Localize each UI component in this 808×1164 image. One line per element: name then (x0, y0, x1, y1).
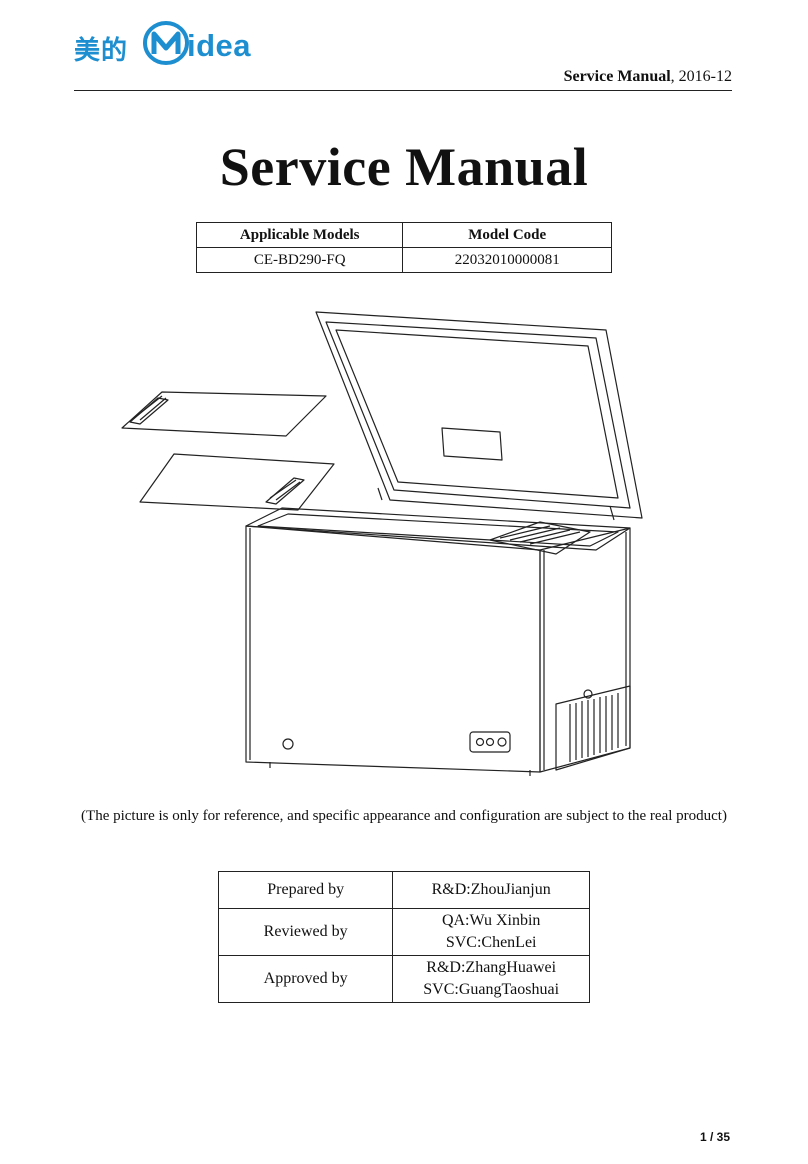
models-table-header-row: Applicable Models Model Code (195, 222, 612, 248)
prepared-by-value: R&D:ZhouJianjun (392, 871, 590, 909)
running-header: Service Manual, 2016-12 (564, 68, 732, 86)
table-row: Prepared by R&D:ZhouJianjun (217, 871, 590, 909)
table-row: Reviewed by QA:Wu Xinbin SVC:ChenLei (217, 908, 590, 956)
wire-basket-lower (139, 453, 335, 511)
logo-english-text: idea (187, 28, 252, 63)
midea-m-mark-icon (143, 21, 189, 65)
wire-basket-upper (121, 391, 327, 437)
approved-by-svc: SVC:GuangTaoshuai (423, 981, 560, 998)
chest-freezer-illustration (121, 311, 643, 776)
header-date: , 2016-12 (670, 68, 732, 85)
signoff-table: Prepared by R&D:ZhouJianjun Reviewed by … (217, 871, 590, 1003)
approved-by-label: Approved by (217, 955, 394, 1003)
prepared-by-label: Prepared by (217, 871, 394, 909)
table-row: CE-BD290-FQ 22032010000081 (195, 247, 612, 273)
models-table: Applicable Models Model Code CE-BD290-FQ… (195, 222, 612, 273)
approved-by-rd: R&D:ZhangHuawei (426, 959, 557, 976)
model-code-header: Model Code (402, 222, 612, 248)
freezer-lid (315, 311, 643, 521)
page-number: 1 / 35 (699, 1130, 730, 1144)
model-name-cell: CE-BD290-FQ (195, 247, 404, 273)
reviewed-by-qa: QA:Wu Xinbin (441, 912, 541, 929)
reviewed-by-value: QA:Wu Xinbin SVC:ChenLei (392, 908, 590, 956)
model-code-cell: 22032010000081 (402, 247, 612, 273)
logo-chinese-text: 美的 (74, 36, 129, 66)
freezer-cabinet (245, 507, 631, 776)
page-title: Service Manual (219, 137, 589, 197)
table-row: Approved by R&D:ZhangHuawei SVC:GuangTao… (217, 955, 590, 1003)
reviewed-by-label: Reviewed by (217, 908, 394, 956)
approved-by-value: R&D:ZhangHuawei SVC:GuangTaoshuai (392, 955, 590, 1003)
header-divider (74, 90, 732, 91)
reviewed-by-svc: SVC:ChenLei (445, 934, 537, 951)
image-caption: (The picture is only for reference, and … (81, 808, 727, 824)
header-title: Service Manual (563, 68, 671, 85)
applicable-models-header: Applicable Models (195, 222, 404, 248)
prepared-by-name: R&D:ZhouJianjun (431, 881, 551, 898)
